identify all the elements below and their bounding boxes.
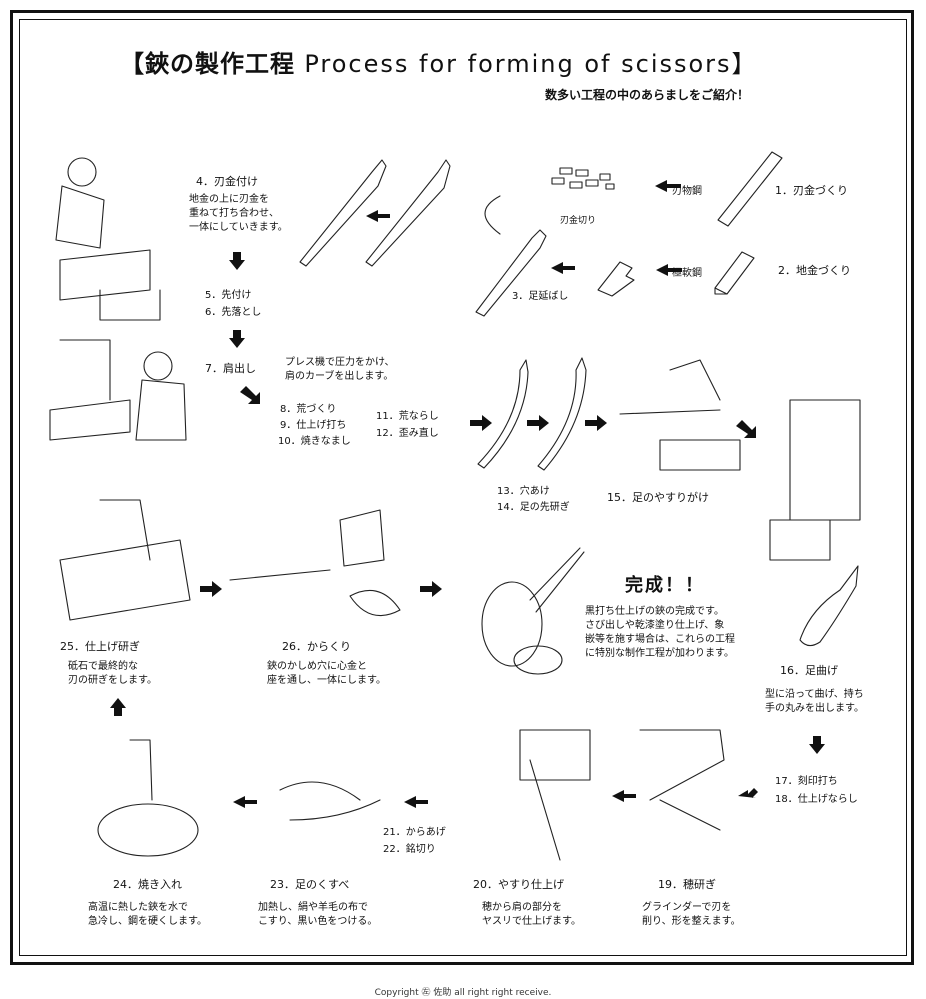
page-subtitle: 数多い工程の中のあらましをご紹介！	[545, 88, 750, 102]
step-23-label: 23．足のくすべ	[270, 878, 350, 891]
step-19-description: グラインダーで刃を 削り、形を整えます。	[642, 902, 741, 927]
arrow-icon	[656, 264, 682, 276]
bent-handle-illustration	[799, 565, 859, 647]
step-1-label: 1．刃金づくり	[775, 184, 848, 197]
arrow-icon	[736, 420, 756, 438]
arrow-icon	[110, 698, 126, 716]
arrow-icon	[229, 330, 245, 348]
arrow-icon	[404, 796, 428, 808]
arrow-icon	[551, 262, 575, 274]
step-13-label: 13．穴あけ	[497, 486, 550, 497]
title-english: Process for forming of scissors】	[304, 50, 758, 78]
step-2-label: 2．地金づくり	[778, 264, 851, 277]
hagane-kiri-label: 刃金切り	[560, 216, 597, 226]
step-3-label: 3．足延ばし	[512, 291, 569, 302]
step-12-label: 12．歪み直し	[376, 428, 439, 439]
complete-description: 黒打ち仕上げの鋏の完成です。 さび出しや乾漆塗り仕上げ、象 嵌等を施す場合は、こ…	[585, 606, 735, 659]
inner-frame	[19, 19, 907, 956]
step-22-label: 22．銘切り	[383, 844, 436, 855]
arrow-icon	[809, 736, 825, 754]
title-japanese: 【鋏の製作工程	[120, 50, 295, 78]
step-25-description: 砥石で最終的な 刃の研ぎをします。	[68, 661, 157, 686]
step-25-label: 25．仕上げ研ぎ	[60, 640, 140, 653]
stretched-leg-blank-illustration	[475, 229, 547, 317]
blackening-illustration	[279, 781, 381, 821]
blade-attached-blank-2	[365, 159, 451, 267]
arrow-icon	[229, 252, 245, 270]
arrow-icon	[366, 210, 390, 222]
file-finishing-illustration	[519, 729, 591, 861]
quenching-illustration	[97, 739, 199, 857]
flow-arrows	[110, 180, 825, 808]
arrow-icon	[527, 415, 549, 431]
step-21-label: 21．からあげ	[383, 827, 446, 838]
step-26-label: 26．からくり	[282, 640, 351, 653]
arrow-icon	[655, 180, 681, 192]
leg-bending-worker-illustration	[769, 399, 861, 561]
grinding-illustration	[639, 729, 725, 831]
hamono-kou-label: 刃物鋼	[672, 186, 702, 197]
finished-scissors-illustration	[481, 547, 585, 675]
step-4-description: 地金の上に刃金を 重ねて打ち合わせ、 一体にしていきます。	[189, 194, 288, 233]
arrow-icon	[233, 796, 257, 808]
arrow-icon	[612, 790, 636, 802]
step-26-description: 鋏のかしめ穴に心金と 座を通し、一体にします。	[267, 661, 386, 686]
blacksmith-figure-illustration	[55, 157, 161, 321]
step-9-label: 9．仕上げ打ち	[280, 420, 347, 431]
step-8-label: 8．荒づくり	[280, 404, 337, 415]
complete-heading: 完成！！	[625, 575, 705, 596]
step-6-label: 6．先落とし	[205, 307, 262, 318]
page-title: 【鋏の製作工程 Process for forming of scissors】	[120, 44, 758, 79]
copyright-notice: Copyright ㊧ 佐助 all right right receive.	[374, 988, 552, 998]
arrow-icon	[420, 581, 442, 597]
step-20-label: 20．やすり仕上げ	[473, 878, 564, 891]
step-18-label: 18．仕上げならし	[775, 794, 858, 805]
step-19-label: 19．穂研ぎ	[658, 878, 716, 891]
filing-vise-illustration	[619, 359, 741, 471]
press-worker-illustration	[49, 339, 187, 441]
final-sharpening-illustration	[59, 499, 191, 621]
step-23-description: 加熱し、絹や羊毛の布で こすり、黒い色をつける。	[258, 902, 378, 927]
soft-iron-block-illustration	[714, 251, 755, 295]
step-10-label: 10．焼きなまし	[278, 436, 351, 447]
arrow-icon	[470, 415, 492, 431]
step-14-label: 14．足の先研ぎ	[497, 502, 570, 513]
curved-leg-blank-1	[477, 359, 529, 469]
step-4-label: 4．刃金付け	[196, 175, 258, 188]
outer-frame	[10, 10, 914, 965]
step-11-label: 11．荒ならし	[376, 411, 439, 422]
steel-bar-illustration	[717, 151, 783, 227]
step-17-label: 17．刻印打ち	[775, 776, 838, 787]
step-15-label: 15．足のやすりがけ	[607, 491, 709, 504]
gokunan-kou-label: 極軟鋼	[672, 268, 702, 279]
curved-leg-blank-2	[537, 357, 587, 471]
arrow-icon	[240, 386, 260, 404]
step-7-description: プレス機で圧力をかけ、 肩のカーブを出します。	[285, 357, 395, 382]
step-5-label: 5．先付け	[205, 290, 252, 301]
arrow-icon	[585, 415, 607, 431]
blade-attached-blank-1	[299, 159, 387, 267]
step-16-label: 16．足曲げ	[780, 664, 838, 677]
step-24-label: 24．焼き入れ	[113, 878, 182, 891]
assembly-hammer-illustration	[229, 509, 401, 617]
step-16-description: 型に沿って曲げ、持ち 手の丸みを出します。	[765, 689, 864, 714]
step-7-label: 7．肩出し	[205, 362, 256, 375]
step-24-description: 高温に熱した鋏を水で 急冷し、鋼を硬くします。	[88, 902, 207, 927]
steel-pieces-illustration	[551, 167, 615, 190]
arrow-icon	[200, 581, 222, 597]
step-20-description: 穂から肩の部分を ヤスリで仕上げます。	[482, 902, 581, 927]
soft-steel-piece-illustration	[597, 261, 635, 297]
arrow-icon	[738, 788, 758, 798]
